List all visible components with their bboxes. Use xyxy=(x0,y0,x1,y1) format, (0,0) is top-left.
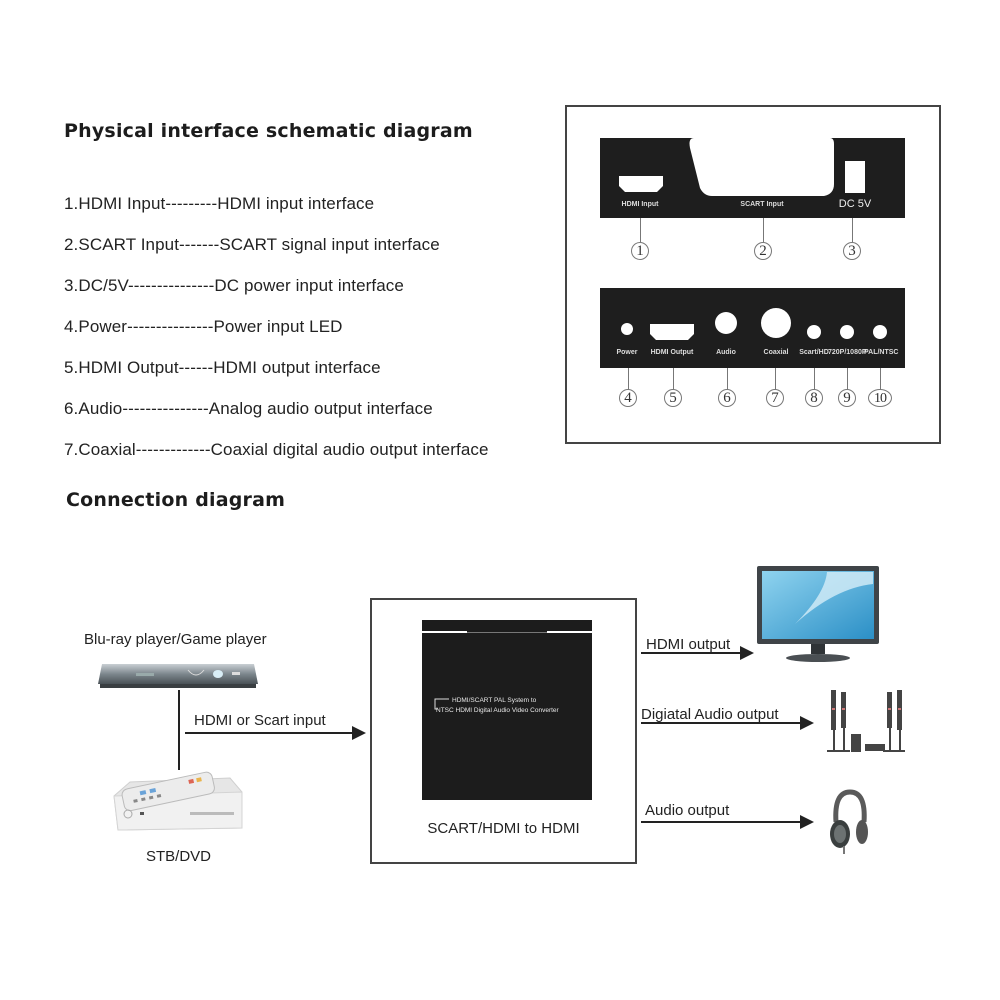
hdmi-port-icon xyxy=(650,324,694,340)
device-text: HDMI/SCART PAL System to xyxy=(452,697,537,704)
callout-number: 7 xyxy=(766,389,784,407)
top-panel: HDMI Input SCART Input DC 5V xyxy=(600,138,905,218)
port-label-hdmi-output: HDMI Output xyxy=(650,349,694,356)
source-label-bluray: Blu-ray player/Game player xyxy=(84,631,267,648)
section-title-connection: Connection diagram xyxy=(66,489,286,511)
port-label-pal-ntsc: PAL/NTSC xyxy=(864,349,899,356)
spec-item: 2.SCART Input-------SCART signal input i… xyxy=(64,235,440,254)
leader-line xyxy=(814,368,815,390)
port-label-coaxial: Coaxial xyxy=(763,349,789,356)
converter-device: HDMI/SCART PAL System to NTSC HDMI Digit… xyxy=(422,620,592,800)
converter-frame xyxy=(370,598,637,864)
output-arrow-line xyxy=(641,821,801,823)
callout-number: 6 xyxy=(718,389,736,407)
source-label-stb-dvd: STB/DVD xyxy=(146,848,212,865)
output-label-hdmi: HDMI output xyxy=(646,636,731,653)
switch-button-icon xyxy=(840,325,854,339)
device-top-edge xyxy=(547,631,592,633)
schematic-frame xyxy=(565,105,941,444)
coaxial-port-icon xyxy=(761,308,791,338)
spec-item: 7.Coaxial-------------Coaxial digital au… xyxy=(64,440,489,459)
spec-item: 3.DC/5V---------------DC power input int… xyxy=(64,276,404,295)
output-arrow-line xyxy=(641,652,741,654)
arrow-right-icon xyxy=(800,815,814,829)
hdmi-port-icon xyxy=(619,176,663,192)
bluray-player-icon xyxy=(98,664,258,688)
arrow-right-icon xyxy=(352,726,366,740)
output-label-audio: Audio output xyxy=(645,802,730,819)
port-label-dc: DC 5V xyxy=(838,198,872,210)
output-label-digital-audio: Digiatal Audio output xyxy=(641,706,779,723)
leader-line xyxy=(727,368,728,390)
switch-button-icon xyxy=(873,325,887,339)
callout-number: 5 xyxy=(664,389,682,407)
leader-line xyxy=(628,368,629,390)
callout-number: 9 xyxy=(838,389,856,407)
source-connector-line xyxy=(178,690,180,770)
arrow-right-icon xyxy=(740,646,754,660)
port-label-audio: Audio xyxy=(716,349,736,356)
section-title-physical: Physical interface schematic diagram xyxy=(64,120,473,142)
input-arrow-label: HDMI or Scart input xyxy=(194,712,326,729)
leader-line xyxy=(640,218,641,242)
switch-button-icon xyxy=(807,325,821,339)
spec-list: 1.HDMI Input---------HDMI input interfac… xyxy=(64,194,489,481)
leader-line xyxy=(673,368,674,390)
leader-line xyxy=(880,368,881,390)
arrow-right-icon xyxy=(800,716,814,730)
callout-number: 1 xyxy=(631,242,649,260)
monitor-icon xyxy=(757,566,879,662)
port-label-scart-hd: Scart/HD xyxy=(799,349,829,356)
callout-number: 2 xyxy=(754,242,772,260)
headphones-icon xyxy=(830,789,868,854)
led-icon xyxy=(621,323,633,335)
device-text: NTSC HDMI Digital Audio Video Converter xyxy=(436,707,559,714)
port-label-hdmi-input: HDMI Input xyxy=(621,201,659,208)
bottom-panel: Power HDMI Output Audio Coaxial Scart/HD… xyxy=(600,288,905,368)
callout-number: 8 xyxy=(805,389,823,407)
spec-item: 4.Power---------------Power input LED xyxy=(64,317,343,336)
spec-item: 6.Audio---------------Analog audio outpu… xyxy=(64,399,433,418)
port-label-720p-1080p: 720P/1080P xyxy=(828,349,867,356)
spec-item: 5.HDMI Output------HDMI output interface xyxy=(64,358,381,377)
leader-line xyxy=(847,368,848,390)
bracket-icon xyxy=(434,698,449,710)
device-top-edge xyxy=(467,632,547,633)
leader-line xyxy=(763,218,764,242)
leader-line xyxy=(775,368,776,390)
converter-caption: SCART/HDMI to HDMI xyxy=(427,820,580,837)
speaker-system-icon xyxy=(827,690,905,752)
output-arrow-line xyxy=(641,722,801,724)
device-top-edge xyxy=(422,631,467,633)
callout-number: 4 xyxy=(619,389,637,407)
spec-item: 1.HDMI Input---------HDMI input interfac… xyxy=(64,194,375,213)
dc-power-port-icon xyxy=(845,161,865,193)
port-label-scart-input: SCART Input xyxy=(740,201,784,208)
scart-port-icon xyxy=(689,138,834,196)
callout-number: 10 xyxy=(868,389,892,407)
leader-line xyxy=(852,218,853,242)
stb-dvd-icon xyxy=(113,771,243,831)
input-arrow-line xyxy=(185,732,353,734)
audio-jack-icon xyxy=(715,312,737,334)
callout-number: 3 xyxy=(843,242,861,260)
port-label-power: Power xyxy=(616,349,638,356)
